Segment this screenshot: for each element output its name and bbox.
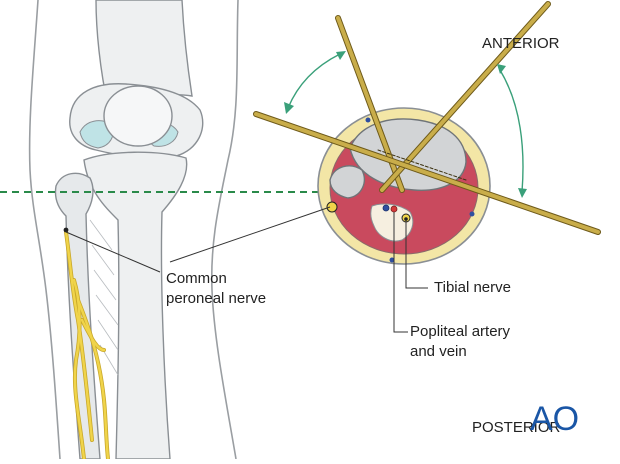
label-common-peroneal-1: Common — [166, 270, 227, 287]
vessel-medial — [470, 212, 475, 217]
arc-right — [500, 70, 523, 192]
label-tibial-nerve: Tibial nerve — [434, 279, 511, 296]
ao-logo-text: AO — [530, 400, 579, 438]
leg-outline-right — [212, 0, 238, 459]
patella — [104, 86, 172, 146]
ao-logo: AO — [530, 400, 579, 438]
leader-peroneal-section — [170, 207, 330, 262]
nerve-pointer-dot — [64, 228, 69, 233]
popliteal-artery — [391, 206, 397, 212]
leg-outline-left — [30, 0, 60, 459]
label-popliteal-1: Popliteal artery — [410, 323, 511, 340]
label-common-peroneal-2: peroneal nerve — [166, 290, 266, 307]
tibial-pointer-dot — [404, 217, 408, 221]
label-popliteal-2: and vein — [410, 343, 467, 360]
arc-left — [288, 54, 340, 108]
label-anterior: ANTERIOR — [482, 35, 560, 52]
femur — [70, 0, 203, 158]
vessel-anterior — [366, 118, 371, 123]
popliteal-vein — [383, 205, 389, 211]
